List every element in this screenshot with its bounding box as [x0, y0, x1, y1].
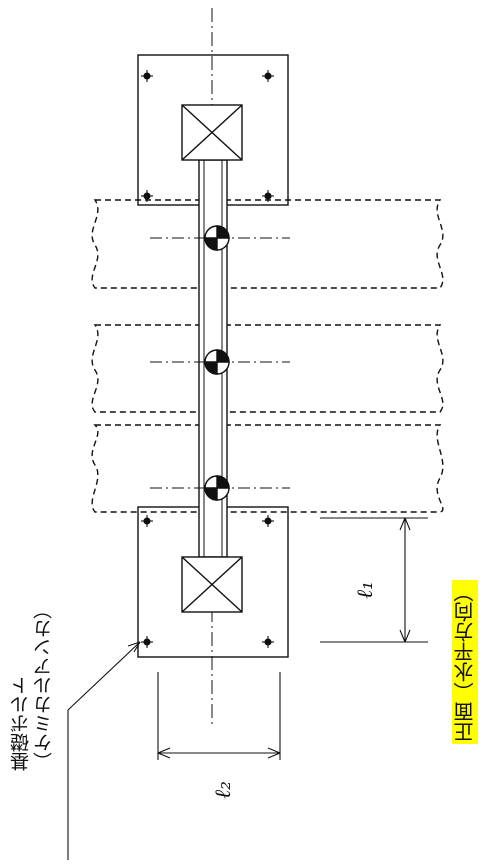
anchor-bolt-label-line2: （ケミカルアンカ） — [33, 600, 55, 771]
dimension-l2-label: ℓ₂ — [211, 781, 236, 799]
bolt-leader-line — [67, 641, 141, 860]
anchor-bolt-label-line1: 基礎ボルト — [10, 676, 32, 771]
dimension-l1 — [320, 517, 428, 643]
anchor-bolt-label: 基礎ボルト （ケミカルアンカ） — [10, 600, 56, 771]
view-title: 正面（水平方向） — [452, 580, 478, 744]
post-top — [181, 104, 243, 161]
anchor-bolts — [141, 70, 274, 648]
dimension-l1-label: ℓ₁ — [353, 581, 378, 599]
slab-middle — [91, 324, 444, 413]
slab-bottom — [91, 424, 444, 513]
dimension-l2 — [157, 672, 281, 760]
center-of-gravity-marks — [204, 225, 230, 501]
slab-top — [91, 199, 444, 289]
post-bottom — [181, 556, 243, 613]
